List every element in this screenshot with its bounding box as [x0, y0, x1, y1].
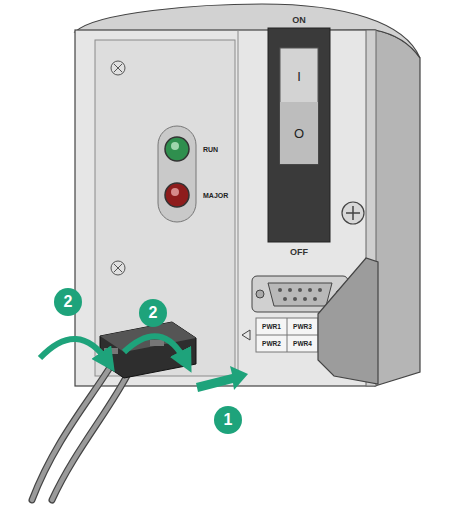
major-led	[165, 183, 189, 207]
rotate-arrow	[40, 339, 108, 362]
switch-marking: O	[294, 127, 304, 140]
led-holder	[158, 126, 196, 222]
led-glint	[171, 142, 179, 150]
led-name: MAJOR	[203, 192, 228, 199]
rocker-switch	[280, 48, 318, 164]
run-led	[165, 137, 189, 161]
switch-marking: OFF	[290, 248, 308, 257]
cable-bracket	[318, 258, 378, 384]
power-cable	[32, 364, 130, 500]
rotate-arrow	[124, 336, 186, 362]
power-plug	[100, 322, 196, 378]
switch-marking: ON	[292, 16, 306, 25]
port-name: PWR3	[293, 324, 312, 331]
port-name: PWR4	[293, 341, 312, 348]
led-glint	[171, 188, 179, 196]
rocker-shade	[280, 102, 318, 164]
captive-screw	[342, 202, 364, 224]
housing-side	[375, 30, 420, 386]
switch-frame	[268, 28, 330, 242]
panel-screw	[111, 61, 125, 275]
switch-marking: I	[297, 70, 301, 83]
callout-number: 2	[54, 288, 82, 316]
panel-divider	[238, 30, 239, 386]
led-name: RUN	[203, 146, 218, 153]
label-strip	[242, 318, 318, 352]
port-name: PWR2	[262, 341, 281, 348]
callout-number: 1	[214, 406, 242, 434]
insert-arrow	[196, 366, 248, 392]
callout-number: 2	[139, 299, 167, 327]
port-name: PWR1	[262, 324, 281, 331]
indicator-panel	[95, 40, 235, 376]
